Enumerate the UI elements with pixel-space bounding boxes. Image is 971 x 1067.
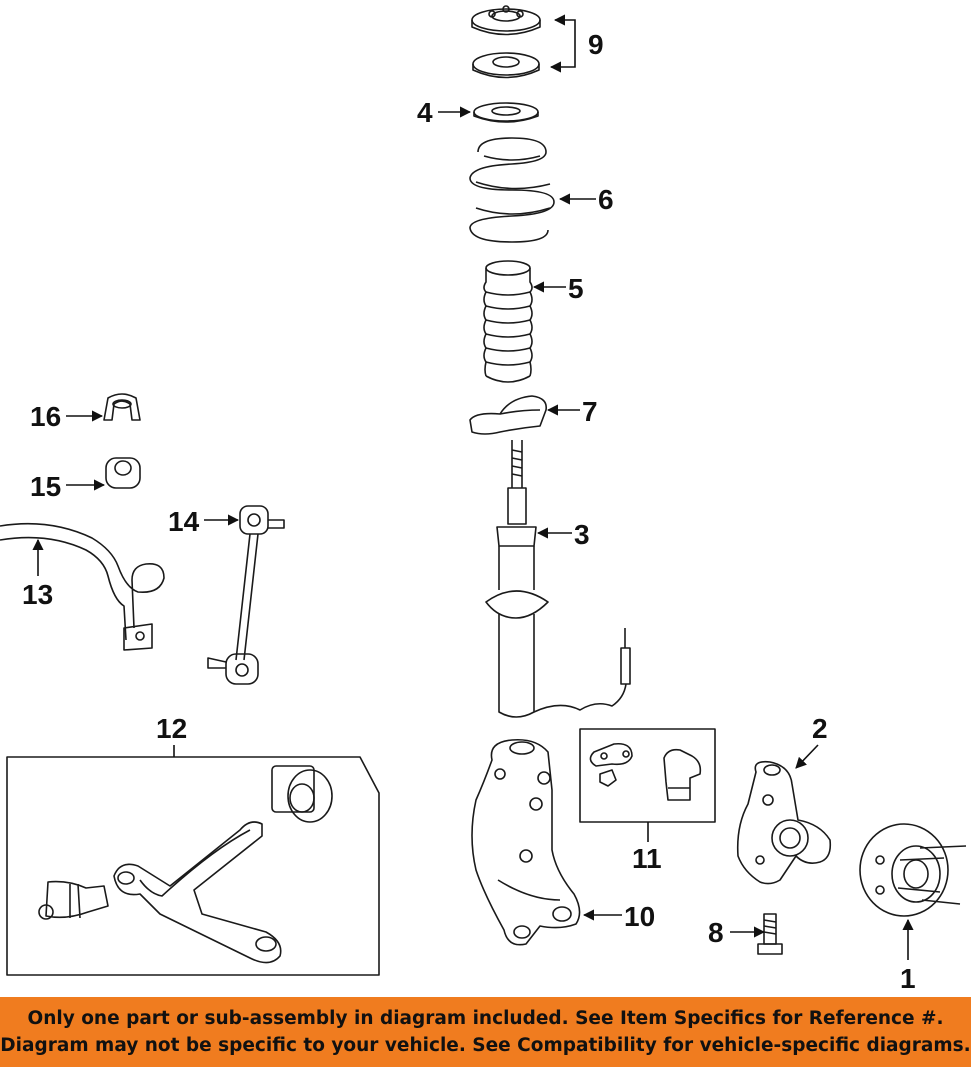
lower-control-arm-part: [6, 756, 380, 976]
bolt-part: [757, 913, 783, 955]
leader-9a: [553, 14, 576, 44]
spring-seat-part: [469, 395, 548, 435]
callout-16: 16: [30, 401, 61, 432]
callout-13: 13: [22, 579, 53, 610]
upper-strut-mount-part: [471, 5, 541, 79]
parts-diagram: 9 4 6 5 7 3 16 15 14 13 12 11 10 2 8 1: [0, 5, 967, 994]
callout-15: 15: [30, 471, 61, 502]
sensor-kit-part: [579, 728, 716, 823]
callout-10: 10: [624, 901, 655, 932]
callout-5: 5: [568, 273, 584, 304]
stabilizer-bracket-part: [103, 393, 141, 421]
disclaimer-line-2: Diagram may not be specific to your vehi…: [0, 1035, 971, 1056]
callout-12: 12: [156, 713, 187, 744]
strut-assembly-part: [485, 440, 631, 718]
stabilizer-bushing-part: [105, 457, 141, 489]
callout-6: 6: [598, 184, 614, 215]
stabilizer-link-part: [207, 505, 285, 685]
callout-11: 11: [632, 843, 662, 874]
coil-spring-part: [469, 137, 555, 243]
callout-8: 8: [708, 917, 724, 948]
dust-boot-part: [483, 260, 533, 383]
callout-3: 3: [574, 519, 590, 550]
callout-1: 1: [900, 963, 916, 994]
callout-9: 9: [588, 29, 604, 60]
hub-bearing-part: [859, 823, 967, 917]
stabilizer-bar-part: [0, 522, 165, 651]
spring-insulator-part: [473, 102, 539, 123]
callout-2: 2: [812, 713, 828, 744]
callout-14: 14: [168, 506, 200, 537]
leader-2: [795, 744, 819, 769]
knuckle-right-part: [736, 760, 832, 885]
leader-9b: [549, 44, 576, 73]
callout-7: 7: [582, 396, 598, 427]
disclaimer-banner: Only one part or sub-assembly in diagram…: [0, 997, 971, 1067]
callout-4: 4: [417, 97, 433, 128]
steering-knuckle-part: [471, 738, 581, 946]
disclaimer-line-1: Only one part or sub-assembly in diagram…: [27, 1008, 944, 1029]
